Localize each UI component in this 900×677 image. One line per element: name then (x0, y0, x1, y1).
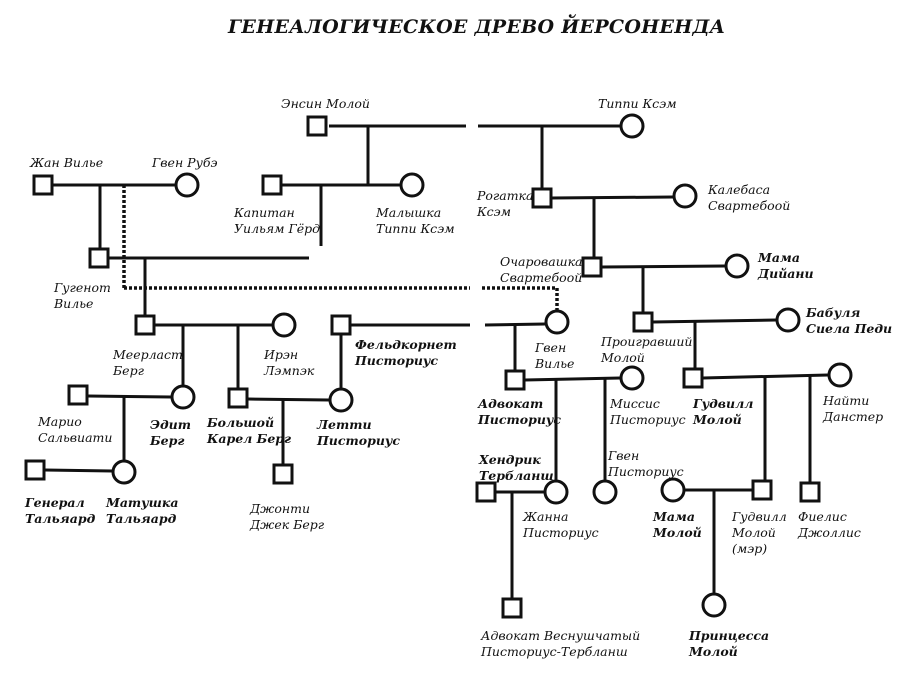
person-label-fielis: Фиелис Джоллис (798, 509, 861, 540)
male-square-icon (581, 256, 603, 278)
person-label-gven-rube: Гвен Рубэ (152, 155, 218, 170)
female-circle-icon (592, 479, 618, 505)
female-circle-icon (328, 387, 354, 413)
person-label-gven-vilie: Гвен Вилье (535, 340, 575, 371)
person-label-dzhonti: Джонти Джек Берг (250, 501, 325, 532)
male-square-icon (261, 174, 283, 196)
person-label-meerlast-berg: Меерласт Берг (113, 347, 183, 378)
male-square-icon (501, 597, 523, 619)
person-label-gudvill-moloi: Гудвилл Молой (693, 396, 754, 427)
female-circle-icon (543, 479, 569, 505)
male-square-icon (32, 174, 54, 196)
relationship-line (652, 318, 777, 324)
person-label-rogatka-ksem: Рогатка Ксэм (477, 188, 534, 219)
female-circle-icon (271, 312, 297, 338)
female-circle-icon (660, 477, 686, 503)
male-square-icon (306, 115, 328, 137)
person-label-hendrik: Хендрик Тербланш (479, 452, 554, 483)
relationship-line (702, 373, 829, 380)
person-label-ensin-moloi: Энсин Молой (281, 96, 370, 111)
male-square-icon (632, 311, 654, 333)
female-circle-icon (775, 307, 801, 333)
person-label-kalebasa: Калебаса Свартебоой (708, 182, 791, 213)
relationship-line (247, 397, 330, 402)
person-label-gugenot-vilie: Гугенот Вилье (54, 280, 111, 311)
relationship-line (551, 195, 674, 200)
female-circle-icon (672, 183, 698, 209)
male-square-icon (67, 384, 89, 406)
female-circle-icon (111, 459, 137, 485)
relationship-line (44, 468, 113, 473)
female-circle-icon (619, 113, 645, 139)
male-square-icon (504, 369, 526, 391)
person-label-mario: Марио Сальвиати (38, 414, 113, 445)
male-square-icon (272, 463, 294, 485)
person-label-malyshka-tippi: Малышка Типпи Ксэм (376, 205, 455, 236)
male-square-icon (134, 314, 156, 336)
person-label-kapitan-gerd: Капитан Уильям Гёрд (234, 205, 321, 236)
male-square-icon (330, 314, 352, 336)
male-square-icon (227, 387, 249, 409)
person-label-babulya: Бабуля Сиела Педи (806, 305, 893, 336)
female-circle-icon (399, 172, 425, 198)
male-square-icon (475, 481, 497, 503)
male-square-icon (751, 479, 773, 501)
female-circle-icon (544, 309, 570, 335)
female-circle-icon (170, 384, 196, 410)
female-circle-icon (827, 362, 853, 388)
relationship-line (87, 394, 172, 399)
page-title: ГЕНЕАЛОГИЧЕСКОЕ ДРЕВО ЙЕРСОНЕНДА (228, 16, 726, 38)
male-square-icon (88, 247, 110, 269)
person-label-advokat-pistorius: Адвокат Писториус (478, 396, 561, 427)
relationship-line (601, 264, 726, 269)
male-square-icon (799, 481, 821, 503)
female-circle-icon (174, 172, 200, 198)
person-label-gudvill-mer: Гудвилл Молой (мэр) (732, 509, 787, 556)
person-label-bolshoi-karel: Большой Карел Берг (207, 415, 292, 446)
person-label-letti: Летти Писториус (317, 417, 400, 448)
person-label-feldkornet: Фельдкорнет Писториус (355, 337, 457, 368)
person-label-advokat-vesnushchatyi: Адвокат Веснушчатый Писториус-Тербланш (481, 628, 641, 659)
person-label-naiti-danster: Найти Данстер (823, 393, 884, 424)
female-circle-icon (724, 253, 750, 279)
person-label-iren-lempek: Ирэн Лэмпэк (264, 347, 315, 378)
person-label-gven-pistorius: Гвен Писториус (608, 448, 684, 479)
person-label-edit-berg: Эдит Берг (150, 417, 191, 448)
person-label-missis-pistorius: Миссис Писториус (610, 396, 686, 427)
person-label-proigravshii: Проигравший Молой (601, 334, 693, 365)
male-square-icon (24, 459, 46, 481)
person-label-printsessa: Принцесса Молой (689, 628, 770, 659)
relationship-line (524, 376, 621, 382)
person-label-mama-moloi: Мама Молой (653, 509, 702, 540)
person-label-zhanna: Жанна Писториус (523, 509, 599, 540)
person-label-general: Генерал Тальяард (25, 495, 96, 526)
male-square-icon (531, 187, 553, 209)
male-square-icon (682, 367, 704, 389)
person-label-mama-diyani: Мама Дийани (758, 250, 814, 281)
female-circle-icon (701, 592, 727, 618)
female-circle-icon (619, 365, 645, 391)
person-label-tippi-ksem: Типпи Ксэм (598, 96, 677, 111)
person-label-zhan-vilie: Жан Вилье (30, 155, 104, 170)
person-label-ocharovashka: Очаровашка Свартебоой (500, 254, 583, 285)
person-label-matushka: Матушка Тальяард (106, 495, 179, 526)
